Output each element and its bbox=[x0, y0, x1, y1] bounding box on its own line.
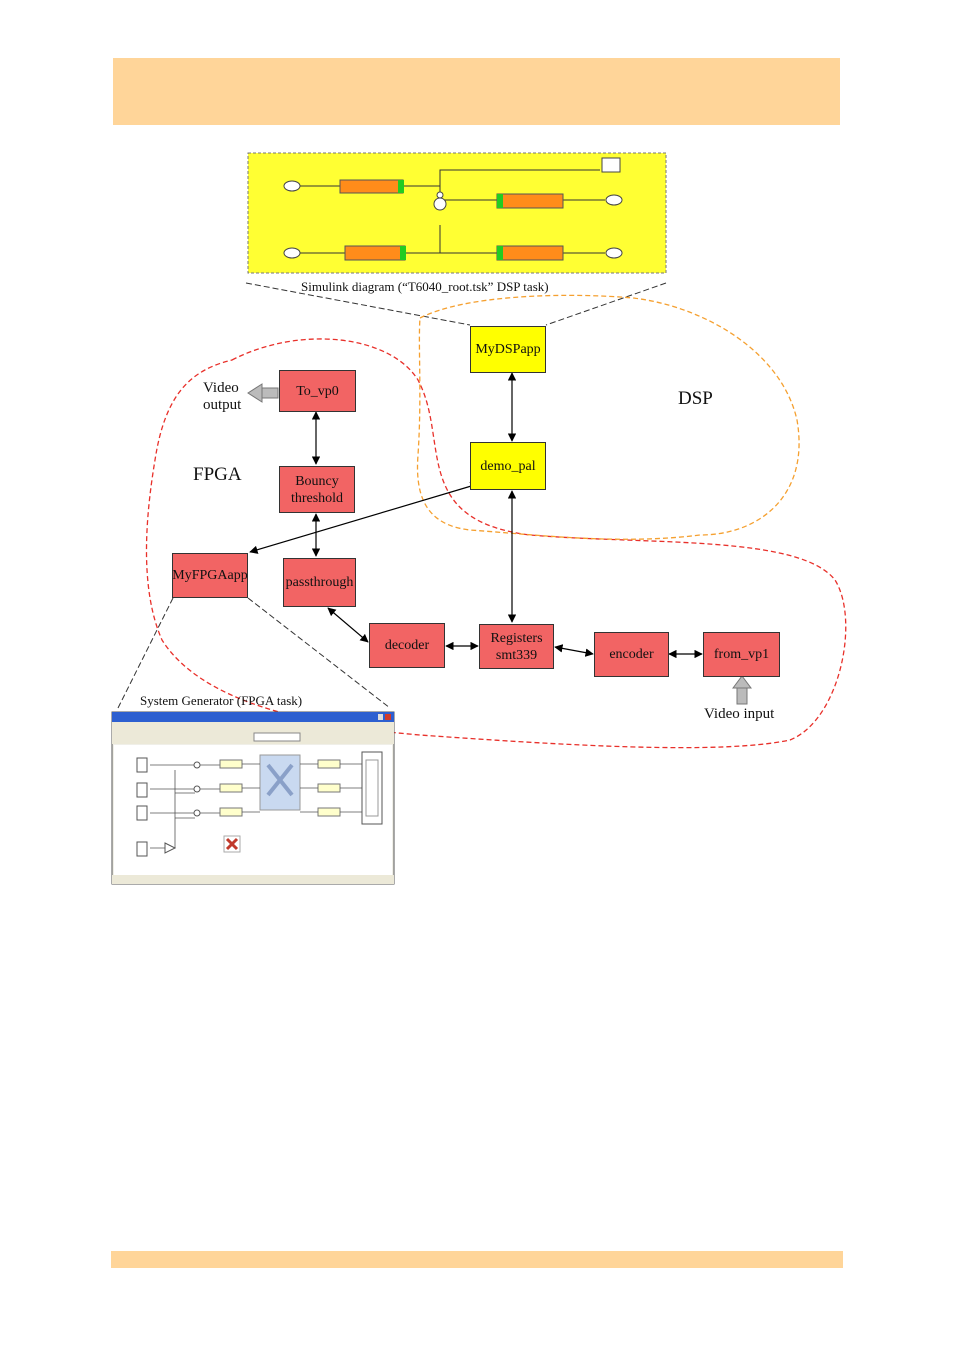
demo-pal-label: demo_pal bbox=[480, 458, 536, 474]
registers-block[interactable]: Registers smt339 bbox=[479, 624, 554, 669]
mydspapp-label: MyDSPapp bbox=[475, 342, 541, 357]
header-band bbox=[113, 58, 840, 125]
bouncy-threshold-block[interactable]: Bouncy threshold bbox=[279, 466, 355, 513]
to-vp0-label: To_vp0 bbox=[296, 383, 339, 399]
from-vp1-label: from_vp1 bbox=[713, 647, 770, 662]
encoder-block[interactable]: encoder bbox=[594, 632, 669, 677]
footer-band bbox=[111, 1251, 843, 1268]
registers-label: Registers smt339 bbox=[490, 630, 543, 663]
myfpgaapp-label: MyFPGAapp bbox=[172, 568, 248, 583]
myfpgaapp-block[interactable]: MyFPGAapp bbox=[172, 553, 248, 598]
sysgen-thumbnail bbox=[111, 711, 395, 885]
mydspapp-block[interactable]: MyDSPapp bbox=[470, 326, 546, 373]
from-vp1-block[interactable]: from_vp1 bbox=[703, 632, 780, 677]
passthrough-label: passthrough bbox=[285, 575, 354, 590]
decoder-block[interactable]: decoder bbox=[369, 623, 445, 668]
encoder-label: encoder bbox=[609, 647, 654, 662]
simulink-caption: Simulink diagram (“T6040_root.tsk” DSP t… bbox=[301, 279, 549, 294]
dsp-region-outline bbox=[416, 294, 800, 540]
sysgen-caption: System Generator (FPGA task) bbox=[140, 693, 303, 708]
decoder-label: decoder bbox=[384, 638, 430, 653]
video-input-arrow bbox=[732, 675, 752, 705]
to-vp0-block[interactable]: To_vp0 bbox=[279, 370, 356, 412]
simulink-thumbnail bbox=[247, 152, 667, 274]
dsp-region-label: DSP bbox=[678, 388, 713, 409]
fpga-region-label: FPGA bbox=[193, 464, 242, 485]
bouncy-threshold-label: Bouncy threshold bbox=[290, 473, 344, 506]
passthrough-block[interactable]: passthrough bbox=[283, 558, 356, 607]
fpga-region-outline bbox=[145, 338, 847, 749]
video-output-label: Video output bbox=[203, 380, 242, 413]
demo-pal-block[interactable]: demo_pal bbox=[470, 442, 546, 490]
video-input-label: Video input bbox=[704, 706, 775, 722]
